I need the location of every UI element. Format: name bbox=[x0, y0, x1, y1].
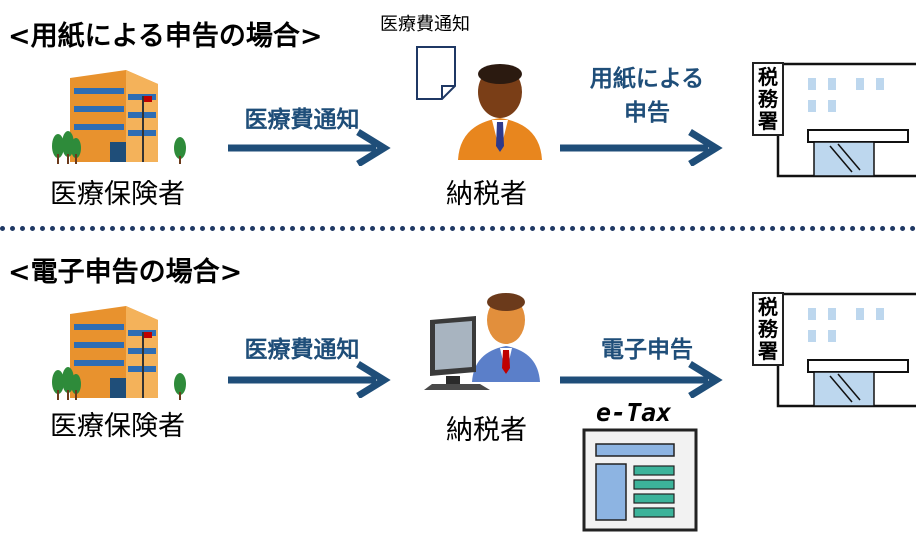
etax-label: e-Tax bbox=[596, 398, 672, 427]
arrow-insurer-to-taxpayer bbox=[226, 358, 394, 402]
tax-office-building-icon: 税 務 署 bbox=[752, 290, 916, 410]
etax-form-icon bbox=[582, 428, 698, 536]
section-title-paper: <用紙による申告の場合> bbox=[8, 21, 323, 52]
taxpayer-person-icon bbox=[452, 62, 548, 166]
section-divider bbox=[0, 226, 916, 231]
arrow-label-paper-filing: 用紙による 申告 bbox=[572, 62, 722, 130]
arrow-label-electronic-filing: 電子申告 bbox=[601, 337, 693, 363]
tax-office-sign-char-1: 税 bbox=[758, 295, 778, 319]
section-title-electronic: <電子申告の場合> bbox=[8, 257, 243, 288]
taxpayer-computer-icon bbox=[420, 290, 550, 404]
tax-office-sign-char-1: 税 bbox=[758, 65, 778, 89]
arrow-label-paper-filing-line2: 申告 bbox=[624, 100, 670, 126]
tax-office-sign: 税 務 署 bbox=[752, 62, 784, 136]
document-label: 医療費通知 bbox=[380, 14, 470, 35]
arrow-insurer-to-taxpayer bbox=[226, 126, 394, 170]
taxpayer-label: 納税者 bbox=[446, 179, 527, 210]
arrow-label-medical-notice: 医療費通知 bbox=[244, 337, 360, 363]
insurer-label: 医療保険者 bbox=[50, 411, 185, 442]
tax-office-sign-char-2: 務 bbox=[758, 87, 778, 111]
insurer-building-icon bbox=[48, 302, 198, 402]
tax-office-sign: 税 務 署 bbox=[752, 292, 784, 366]
insurer-building-icon bbox=[48, 66, 198, 166]
tax-office-sign-char-2: 務 bbox=[758, 317, 778, 341]
arrow-taxpayer-to-taxoffice bbox=[558, 126, 726, 170]
arrow-label-paper-filing-line1: 用紙による bbox=[589, 66, 705, 92]
taxpayer-label: 納税者 bbox=[446, 415, 527, 446]
tax-office-sign-char-3: 署 bbox=[758, 109, 778, 133]
arrow-label-medical-notice: 医療費通知 bbox=[244, 107, 360, 133]
arrow-taxpayer-to-taxoffice bbox=[558, 358, 726, 402]
insurer-label: 医療保険者 bbox=[50, 179, 185, 210]
tax-office-sign-char-3: 署 bbox=[758, 339, 778, 363]
document-icon bbox=[414, 44, 458, 106]
tax-office-building-icon: 税 務 署 bbox=[752, 60, 916, 180]
